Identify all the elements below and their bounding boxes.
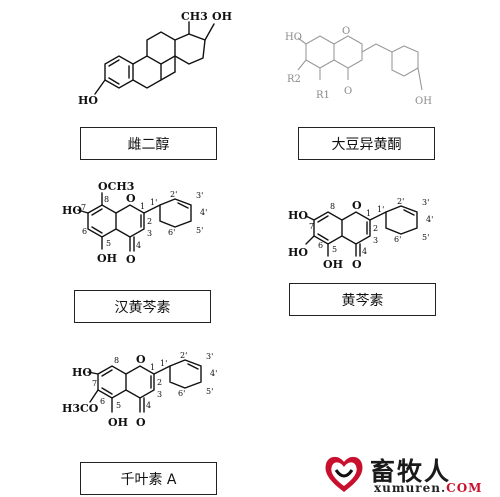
wogonin-pos-4: 4 <box>136 241 141 250</box>
wogonin-pos-3p: 3' <box>196 191 203 200</box>
estradiol-caption-box: 雌二醇 <box>80 127 217 160</box>
hispidulin-h3co-label: H3CO <box>62 402 99 415</box>
baicalein-carbonyl-o-label: O <box>352 258 362 271</box>
isoflavone-oh-label: OH <box>415 96 432 107</box>
wogonin-pos-4p: 4' <box>200 208 207 217</box>
baicalein-caption-box: 黄芩素 <box>289 283 436 316</box>
hispidulin-pos-1: 1 <box>150 363 155 372</box>
hispidulin-pos-7: 7 <box>92 379 97 388</box>
hispidulin-pos-5: 5 <box>116 401 121 410</box>
hispidulin-pos-8: 8 <box>114 356 119 365</box>
wogonin-pos-1p: 1' <box>150 198 157 207</box>
hispidulin-pos-3: 3 <box>157 390 162 399</box>
wogonin-pos-2p: 2' <box>170 190 177 199</box>
logo-domain-text: xumuren.COM <box>374 481 482 495</box>
hispidulin-pos-3p: 3' <box>206 352 213 361</box>
wogonin-pos-8: 8 <box>104 195 109 204</box>
wogonin-pos-6: 6 <box>82 227 87 236</box>
baicalein-ho6-label: HO <box>288 246 308 259</box>
logo-domain-accent: COM <box>446 481 483 495</box>
estradiol-ho-label: HO <box>78 94 98 107</box>
baicalein-pos-7: 7 <box>309 222 314 231</box>
wogonin-pos-6p: 6' <box>168 228 175 237</box>
wogonin-carbonyl-o-label: O <box>126 253 136 266</box>
wogonin-caption: 汉黄芩素 <box>114 299 171 316</box>
wogonin-pos-5: 5 <box>106 239 111 248</box>
hispidulin-oh-label: OH <box>108 416 128 429</box>
baicalein-pos-2: 2 <box>373 224 378 233</box>
heart-logo-icon <box>325 456 363 492</box>
wogonin-pos-7: 7 <box>81 203 86 212</box>
wogonin-pos-5p: 5' <box>196 226 203 235</box>
hispidulin-pos-4: 4 <box>146 401 151 410</box>
hispidulin-pos-2: 2 <box>157 378 162 387</box>
xumuren-logo: 畜牧人 xumuren.COM <box>322 452 497 495</box>
wogonin-ho-label: HO <box>62 204 82 217</box>
hispidulin-pos-4p: 4' <box>210 369 217 378</box>
logo-domain-main: xumuren. <box>374 481 447 495</box>
baicalein-pos-1p: 1' <box>377 205 384 214</box>
baicalein-caption: 黄芩素 <box>341 292 384 309</box>
baicalein-pos-6: 6 <box>318 241 323 250</box>
logo-chinese-text: 畜牧人 <box>370 457 452 486</box>
estradiol-oh-label: OH <box>212 10 232 23</box>
baicalein-pos-1: 1 <box>366 209 371 218</box>
isoflavone-r2-label: R2 <box>287 74 301 85</box>
hispidulin-caption-box: 千叶素 A <box>80 462 217 495</box>
baicalein-ring-o-label: O <box>352 199 362 212</box>
estradiol-caption: 雌二醇 <box>127 136 170 153</box>
wogonin-ring-o-label: O <box>126 192 136 205</box>
baicalein-ho7-label: HO <box>288 209 308 222</box>
baicalein-pos-3p: 3' <box>422 198 429 207</box>
hispidulin-ho-label: HO <box>72 366 92 379</box>
hispidulin-pos-5p: 5' <box>206 387 213 396</box>
baicalein-pos-4p: 4' <box>426 215 433 224</box>
hispidulin-caption: 千叶素 A <box>120 471 177 488</box>
isoflavone-ring-o-label: O <box>342 26 350 37</box>
baicalein-oh-label: OH <box>323 258 343 271</box>
wogonin-och3-label: OCH3 <box>98 180 134 193</box>
wogonin-pos-3: 3 <box>147 229 152 238</box>
wogonin-caption-box: 汉黄芩素 <box>74 290 211 323</box>
baicalein-pos-5: 5 <box>332 245 337 254</box>
hispidulin-carbonyl-o-label: O <box>136 416 146 429</box>
hispidulin-ring-o-label: O <box>136 353 146 366</box>
hispidulin-pos-1p: 1' <box>160 359 167 368</box>
estradiol-ch3-label: CH3 <box>181 10 208 23</box>
baicalein-pos-5p: 5' <box>422 233 429 242</box>
isoflavone-caption-box: 大豆异黄酮 <box>298 127 435 160</box>
isoflavone-caption: 大豆异黄酮 <box>331 136 402 153</box>
hispidulin-pos-2p: 2' <box>180 351 187 360</box>
hispidulin-pos-6: 6 <box>100 397 105 406</box>
isoflavone-ho-label: HO <box>285 32 302 43</box>
baicalein-pos-2p: 2' <box>397 197 404 206</box>
wogonin-oh-label: OH <box>97 252 117 265</box>
baicalein-pos-4: 4 <box>362 247 367 256</box>
baicalein-pos-6p: 6' <box>394 235 401 244</box>
wogonin-pos-1: 1 <box>140 202 145 211</box>
isoflavone-r1-label: R1 <box>316 90 330 101</box>
isoflavone-carbonyl-o-label: O <box>344 86 352 97</box>
baicalein-pos-8: 8 <box>330 202 335 211</box>
hispidulin-pos-6p: 6' <box>178 389 185 398</box>
wogonin-pos-2: 2 <box>147 217 152 226</box>
baicalein-pos-3: 3 <box>373 236 378 245</box>
